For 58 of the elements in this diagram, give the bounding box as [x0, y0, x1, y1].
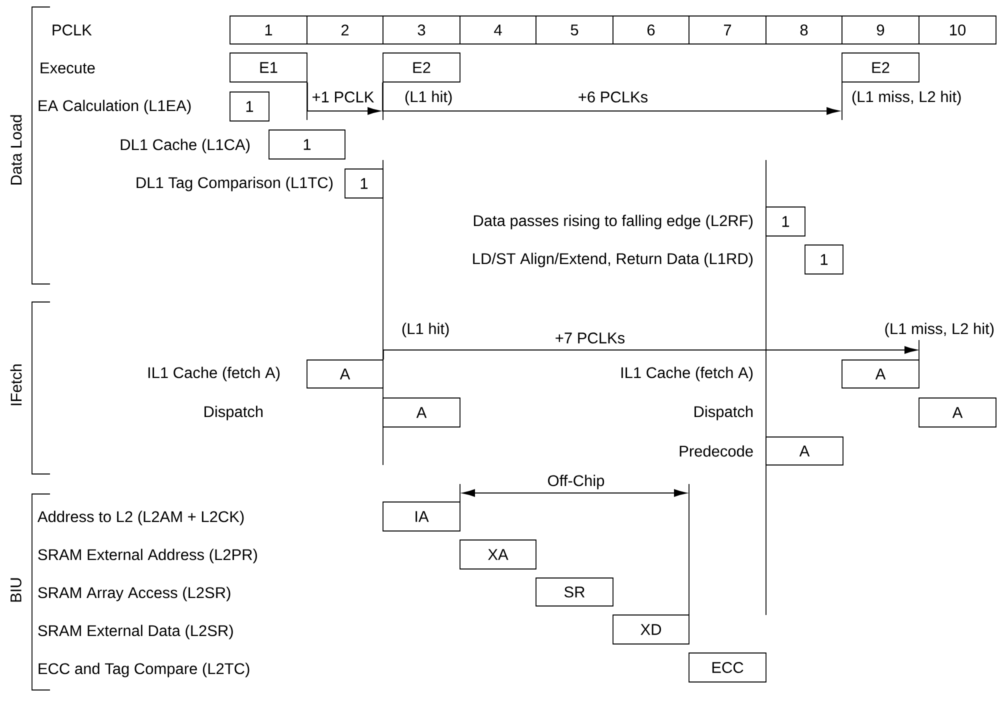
stage-box: A: [766, 436, 844, 466]
section-label: BIU: [10, 578, 22, 602]
section-label: Data Load: [10, 115, 22, 184]
row-label: IL1 Cache (fetch A): [148, 366, 280, 382]
row-label: DL1 Cache (L1CA): [120, 138, 250, 154]
row-label: SRAM External Address (L2PR): [38, 548, 257, 564]
arrow: [383, 346, 918, 360]
row-label: Data passes rising to falling edge (L2RF): [474, 214, 753, 230]
row-label: DL1 Tag Comparison (L1TC): [136, 176, 333, 192]
stage-box: ECC: [688, 652, 766, 682]
row-label: Address to L2 (L2AM + L2CK): [37, 510, 244, 526]
row-label: SRAM Array Access (L2SR): [38, 586, 230, 602]
stage-box: E1: [230, 52, 308, 82]
stage-box: E2: [842, 52, 920, 82]
clock-cycle-cell: 1: [230, 16, 308, 44]
stage-box: 1: [344, 168, 384, 198]
row-label: PCLK: [52, 24, 92, 36]
stage-box: A: [306, 360, 384, 388]
section-label: IFetch: [10, 364, 22, 406]
clock-cycle-cell: 5: [536, 16, 614, 44]
stage-box: 1: [804, 244, 844, 274]
row-label: Dispatch: [204, 406, 263, 420]
row-label: Off-Chip: [548, 474, 604, 490]
clock-cycle-cell: 10: [918, 16, 996, 44]
row-label: (L1 hit): [405, 90, 452, 106]
stage-box: XA: [460, 540, 536, 570]
row-label: EA Calculation (L1EA): [38, 100, 191, 114]
row-label: LD/ST Align/Extend, Return Data (L1RD): [473, 252, 753, 268]
arrow: [307, 82, 380, 115]
clock-cycle-cell: 6: [612, 16, 690, 44]
clock-cycle-cell: 3: [382, 16, 460, 44]
row-label: (L1 hit): [402, 322, 449, 338]
stage-box: 1: [230, 92, 270, 122]
arrow: [382, 82, 840, 115]
clock-cycle-cell: 9: [842, 16, 920, 44]
stage-box: E2: [382, 52, 460, 82]
clock-cycle-cell: 2: [306, 16, 384, 44]
edge-label: +7 PCLKs: [554, 332, 626, 344]
clock-cycle-cell: 8: [766, 16, 842, 44]
stage-box: 1: [268, 130, 346, 160]
row-label: Execute: [40, 62, 95, 74]
clock-cycle-cell: 4: [460, 16, 536, 44]
clock-cycle-cell: 7: [688, 16, 766, 44]
edge-label: +6 PCLKs: [576, 90, 650, 104]
row-label: Dispatch: [694, 406, 753, 420]
row-label: ECC and Tag Compare (L2TC): [38, 662, 250, 678]
row-label: SRAM External Data (L2SR): [38, 624, 233, 640]
row-label: (L1 miss, L2 hit): [885, 322, 994, 338]
row-label: (L1 miss, L2 hit): [852, 90, 961, 106]
stage-box: SR: [536, 578, 614, 606]
stage-box: 1: [766, 206, 806, 236]
row-label: IL1 Cache (fetch A): [621, 366, 753, 382]
stage-box: A: [842, 360, 920, 388]
stage-box: IA: [382, 502, 460, 532]
stage-box: A: [918, 398, 996, 428]
stage-box: XD: [612, 614, 690, 644]
edge-label: +1 PCLK: [310, 90, 376, 104]
stage-box: A: [382, 398, 460, 428]
